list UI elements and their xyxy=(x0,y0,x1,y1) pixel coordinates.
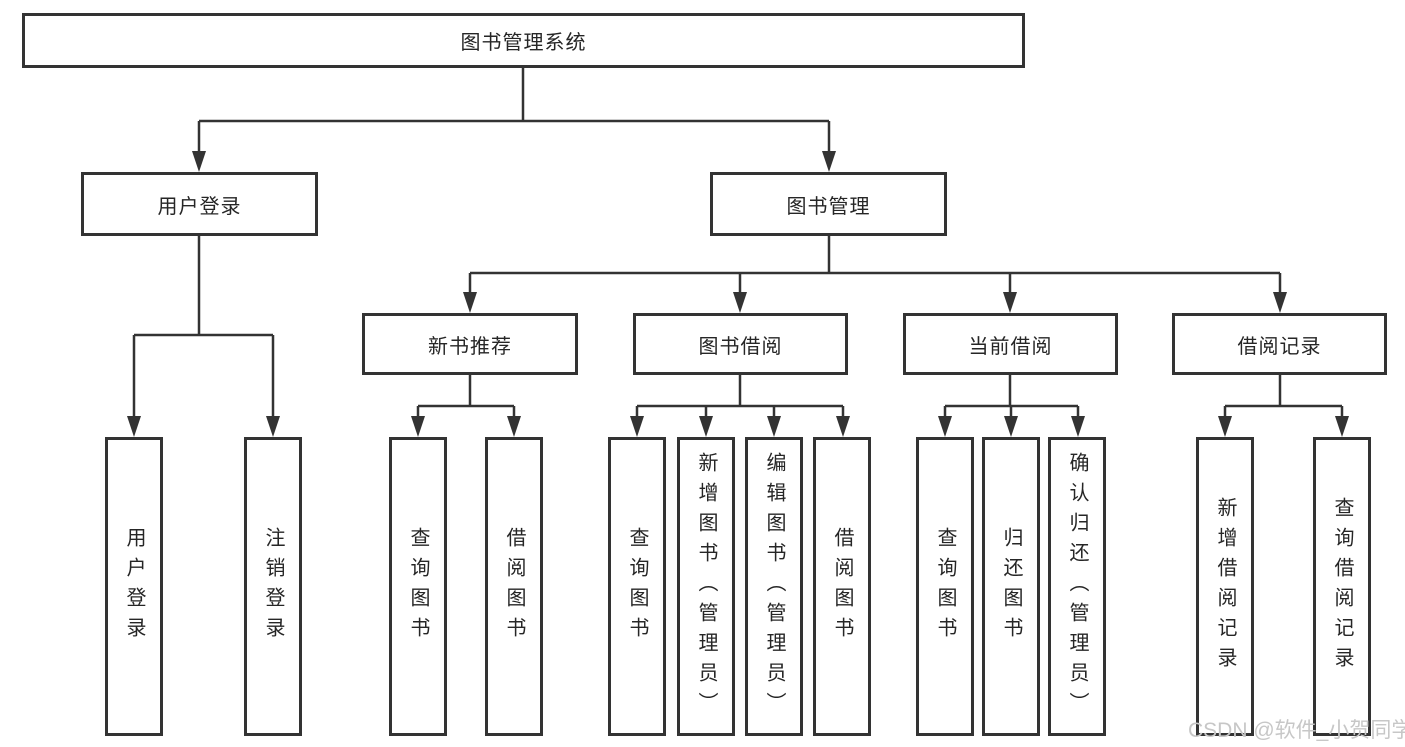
leaf-logout-label: 注销登录 xyxy=(262,526,284,647)
leaf-logout: 注销登录 xyxy=(244,437,302,736)
leaf-borrow-borrow-books-label: 借阅图书 xyxy=(831,526,853,647)
node-borrow-records: 借阅记录 xyxy=(1172,313,1387,375)
watermark: CSDN @软件_小贺同学 xyxy=(1188,719,1405,742)
leaf-records-query-record: 查询借阅记录 xyxy=(1313,437,1371,736)
node-new-book-recommend-label: 新书推荐 xyxy=(428,335,512,358)
leaf-records-query-record-label: 查询借阅记录 xyxy=(1331,496,1353,677)
leaf-borrow-borrow-books: 借阅图书 xyxy=(813,437,871,736)
leaf-newbook-query-books: 查询图书 xyxy=(389,437,447,736)
leaf-current-query-books: 查询图书 xyxy=(916,437,974,736)
leaf-user-login-label: 用户登录 xyxy=(123,526,145,647)
node-new-book-recommend: 新书推荐 xyxy=(362,313,578,375)
leaf-newbook-borrow-books-label: 借阅图书 xyxy=(503,526,525,647)
leaf-current-return-books: 归还图书 xyxy=(982,437,1040,736)
node-borrow-records-label: 借阅记录 xyxy=(1237,335,1322,358)
leaf-newbook-borrow-books: 借阅图书 xyxy=(485,437,543,736)
node-current-borrow: 当前借阅 xyxy=(903,313,1118,375)
leaf-user-login: 用户登录 xyxy=(105,437,163,736)
node-user-login: 用户登录 xyxy=(81,172,318,236)
leaf-records-add-record-label: 新增借阅记录 xyxy=(1214,496,1236,677)
node-user-login-label: 用户登录 xyxy=(157,195,242,218)
leaf-current-confirm-return-admin: 确认归还（管理员） xyxy=(1048,437,1106,736)
leaf-current-confirm-return-admin-label: 确认归还（管理员） xyxy=(1066,451,1088,722)
node-current-borrow-label: 当前借阅 xyxy=(968,335,1053,358)
node-book-management-label: 图书管理 xyxy=(786,195,871,218)
leaf-current-return-books-label: 归还图书 xyxy=(1000,526,1022,647)
leaf-borrow-query-books: 查询图书 xyxy=(608,437,666,736)
leaf-borrow-edit-books-admin-label: 编辑图书（管理员） xyxy=(763,451,785,722)
leaf-newbook-query-books-label: 查询图书 xyxy=(407,526,429,647)
leaf-current-query-books-label: 查询图书 xyxy=(934,526,956,647)
node-root-label: 图书管理系统 xyxy=(460,32,587,54)
leaf-borrow-edit-books-admin: 编辑图书（管理员） xyxy=(745,437,803,736)
leaf-records-add-record: 新增借阅记录 xyxy=(1196,437,1254,736)
node-book-borrow: 图书借阅 xyxy=(633,313,848,375)
node-book-management: 图书管理 xyxy=(710,172,947,236)
leaf-borrow-add-books-admin-label: 新增图书（管理员） xyxy=(695,451,717,722)
node-root: 图书管理系统 xyxy=(22,13,1025,68)
leaf-borrow-query-books-label: 查询图书 xyxy=(626,526,648,647)
leaf-borrow-add-books-admin: 新增图书（管理员） xyxy=(677,437,735,736)
node-book-borrow-label: 图书借阅 xyxy=(698,335,783,358)
